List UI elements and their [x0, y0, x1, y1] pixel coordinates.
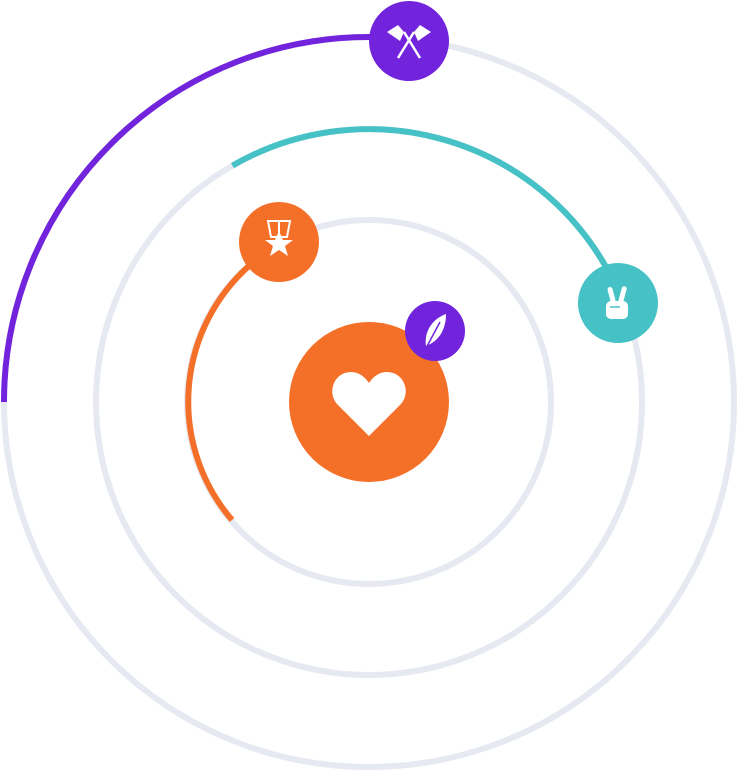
center-heart-node — [289, 322, 449, 482]
crossed-flags-icon — [387, 25, 431, 59]
outer-arc-purple — [1, 33, 373, 403]
feather-node — [405, 301, 465, 361]
peace-hand-node — [578, 263, 658, 343]
crossed-flags-node — [369, 1, 449, 81]
heart-icon — [332, 372, 406, 436]
peace-hand-icon — [606, 286, 628, 319]
inner-arc-orange — [185, 262, 252, 522]
middle-arc-teal — [231, 126, 609, 269]
medal-icon — [265, 220, 293, 256]
medal-node — [239, 202, 319, 282]
feather-icon — [424, 314, 446, 351]
